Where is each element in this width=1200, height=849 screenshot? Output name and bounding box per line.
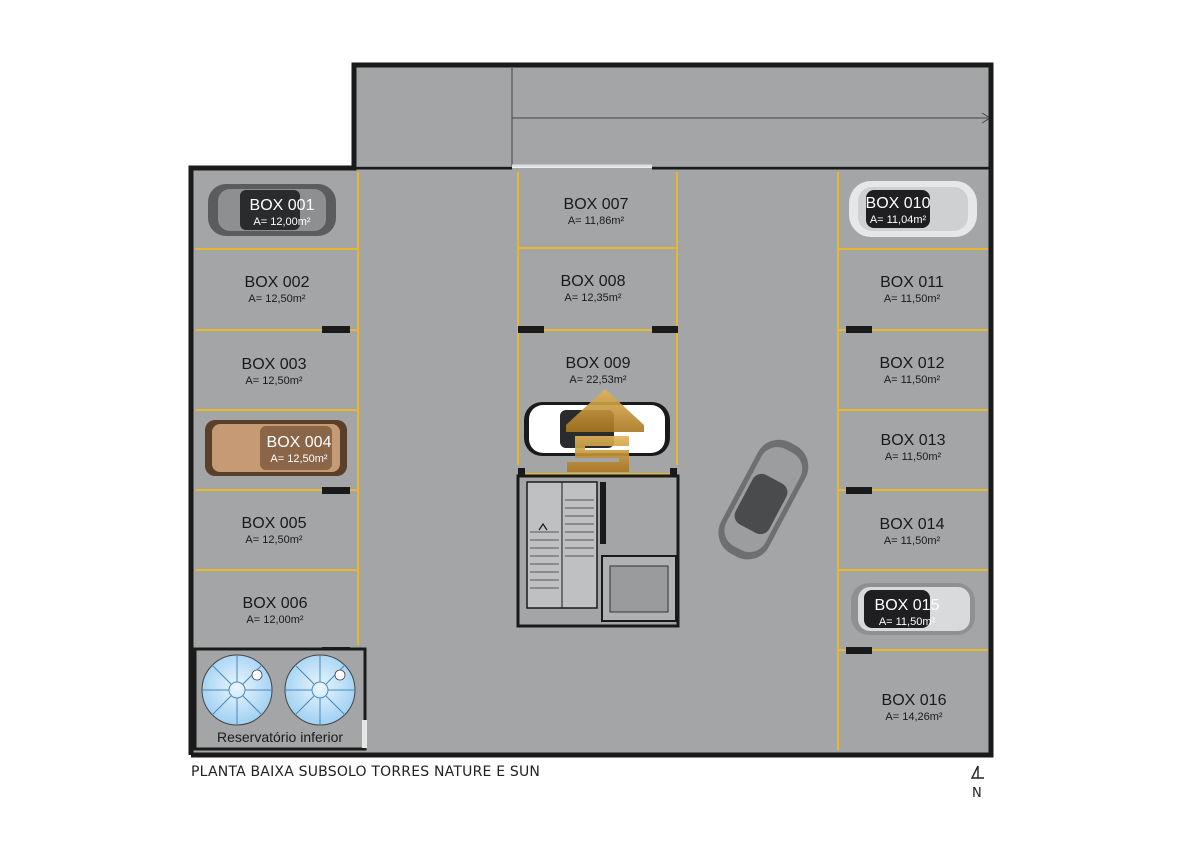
car-box-010 [849,181,977,237]
box-005: BOX 005 A= 12,50m² [242,515,307,546]
svg-text:BOX 013: BOX 013 [881,432,946,449]
svg-text:BOX 011: BOX 011 [880,274,944,291]
box-009: BOX 009 A= 22,53m² [566,355,631,386]
svg-text:BOX 009: BOX 009 [566,355,631,372]
reservoir: Reservatório inferior [193,647,367,751]
box-004: BOX 004 A= 12,50m² [267,434,332,465]
box-014: BOX 014 A= 11,50m² [880,516,945,547]
north-arrow-icon [970,765,984,779]
svg-text:BOX 010: BOX 010 [866,195,931,212]
svg-text:A= 12,35m²: A= 12,35m² [564,292,622,304]
svg-text:A= 12,50m²: A= 12,50m² [245,534,303,546]
box-006: BOX 006 A= 12,00m² [243,595,308,626]
svg-text:A= 11,04m²: A= 11,04m² [870,214,927,226]
stair-core [516,474,680,628]
svg-text:A= 11,50m²: A= 11,50m² [884,293,941,305]
car-box-015 [851,583,975,635]
box-010: BOX 010 A= 11,04m² [866,195,931,226]
reservoir-label: Reservatório inferior [217,729,343,745]
north-label: N [972,786,982,801]
box-013: BOX 013 A= 11,50m² [881,432,946,463]
car-box-001 [208,184,336,236]
svg-text:A= 14,26m²: A= 14,26m² [885,711,943,723]
car-maneuvering [718,439,809,560]
car-box-004 [205,420,347,476]
svg-text:A= 12,50m²: A= 12,50m² [245,375,303,387]
svg-text:A= 22,53m²: A= 22,53m² [569,374,627,386]
svg-text:A= 11,86m²: A= 11,86m² [568,215,625,227]
svg-text:BOX 001: BOX 001 [250,197,315,214]
svg-text:A= 12,00m²: A= 12,00m² [246,614,304,626]
svg-text:A= 11,50m²: A= 11,50m² [879,616,936,628]
svg-text:BOX 002: BOX 002 [245,274,310,291]
svg-text:BOX 003: BOX 003 [242,356,307,373]
box-012: BOX 012 A= 11,50m² [880,355,945,386]
brand-logo-icon [566,389,644,472]
svg-text:A= 12,00m²: A= 12,00m² [253,216,311,228]
svg-text:BOX 007: BOX 007 [564,196,629,213]
svg-text:A= 11,50m²: A= 11,50m² [884,535,941,547]
svg-text:A= 11,50m²: A= 11,50m² [884,374,941,386]
plan-caption: PLANTA BAIXA SUBSOLO TORRES NATURE E SUN [191,764,541,780]
ramp-area [355,66,989,166]
svg-text:BOX 006: BOX 006 [243,595,308,612]
box-labels: BOX 001 A= 12,00m² BOX 002 A= 12,50m² BO… [242,195,947,723]
svg-text:BOX 008: BOX 008 [561,273,626,290]
box-007: BOX 007 A= 11,86m² [564,196,629,227]
box-001: BOX 001 A= 12,00m² [250,197,315,228]
parking-lines [195,172,988,750]
water-tank-left [201,654,273,726]
outer-walls [188,62,994,758]
svg-text:BOX 012: BOX 012 [880,355,945,372]
svg-text:A= 11,50m²: A= 11,50m² [885,451,942,463]
box-008: BOX 008 A= 12,35m² [561,273,626,304]
water-tank-right [284,654,356,726]
svg-text:BOX 015: BOX 015 [875,597,940,614]
box-003: BOX 003 A= 12,50m² [242,356,307,387]
box-016: BOX 016 A= 14,26m² [882,692,947,723]
svg-text:A= 12,50m²: A= 12,50m² [248,293,306,305]
svg-text:BOX 004: BOX 004 [267,434,332,451]
box-015: BOX 015 A= 11,50m² [875,597,940,628]
svg-text:BOX 005: BOX 005 [242,515,307,532]
svg-text:BOX 014: BOX 014 [880,516,945,533]
box-011: BOX 011 A= 11,50m² [880,274,944,305]
svg-text:BOX 016: BOX 016 [882,692,947,709]
box-002: BOX 002 A= 12,50m² [245,274,310,305]
svg-text:A= 12,50m²: A= 12,50m² [270,453,328,465]
